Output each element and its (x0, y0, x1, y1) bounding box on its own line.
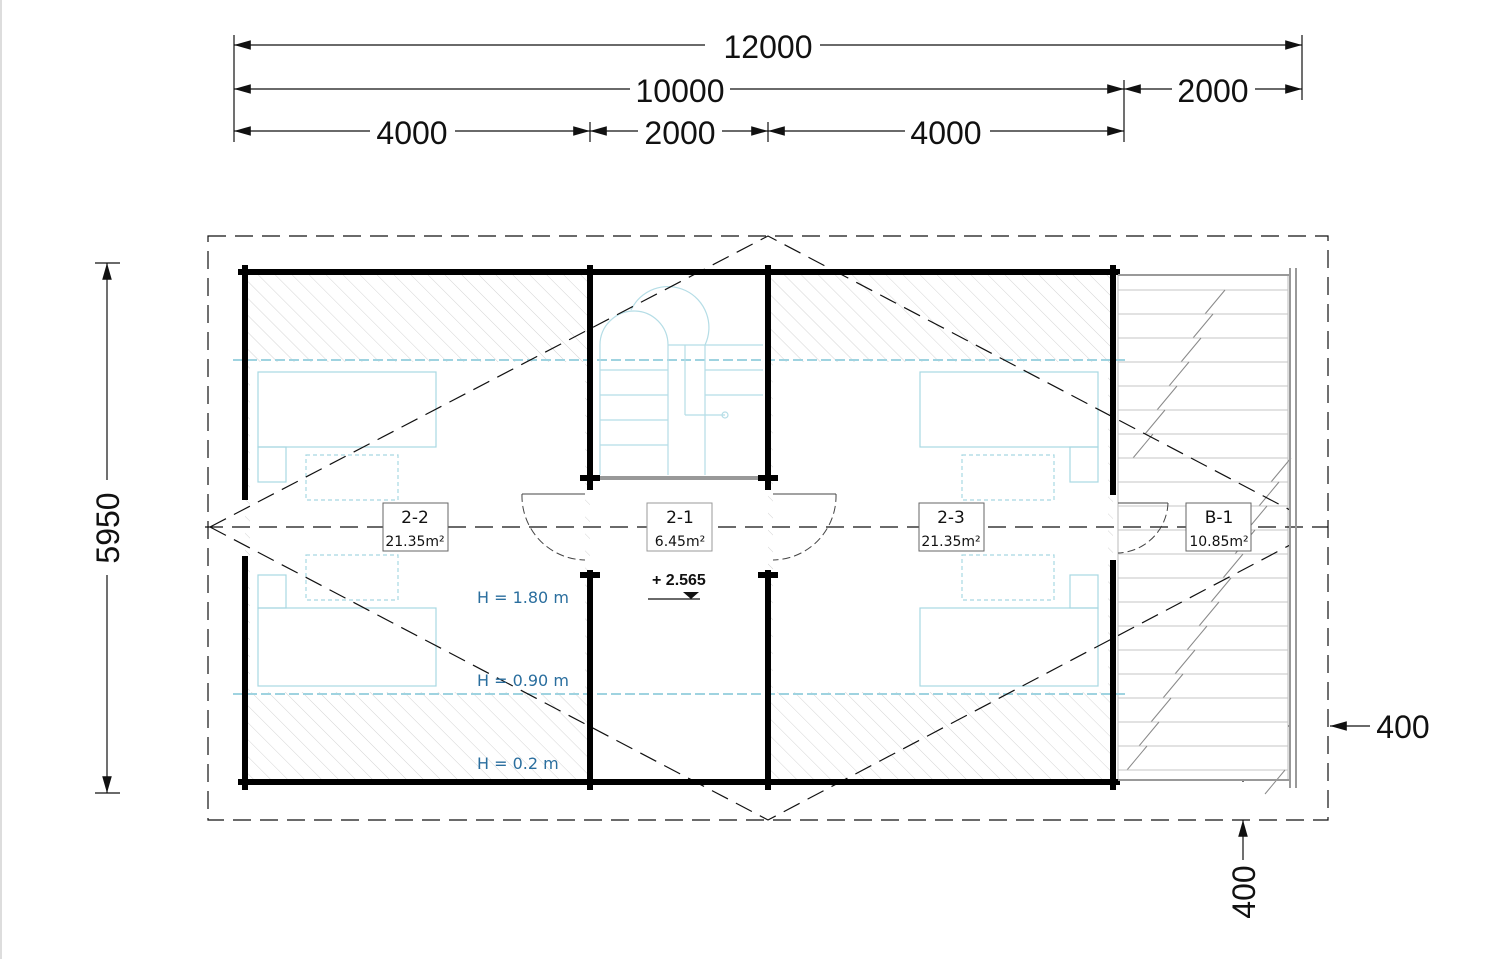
rug (961, 554, 1055, 601)
rug (961, 454, 1055, 501)
deck-board-joint (1192, 313, 1214, 339)
deck-board-joint (1186, 625, 1208, 651)
dim-main: 10000 (636, 73, 725, 109)
deck-board-joint (1162, 673, 1184, 699)
deck-board-joint (1132, 433, 1154, 459)
room-area: 10.85m² (1189, 534, 1248, 550)
height-label-1: H = 1.80 m (477, 588, 569, 607)
deck-board-joint (1168, 361, 1190, 387)
room-id: B-1 (1205, 508, 1234, 528)
dim-seg-3: 4000 (910, 115, 981, 151)
bed-2-2-bottom (257, 607, 437, 687)
deck-board-joint (1210, 577, 1232, 603)
rug (305, 454, 399, 501)
deck-board-joint (1264, 769, 1286, 795)
dim-seg-2: 2000 (644, 115, 715, 151)
deck-board-joint (1156, 385, 1178, 411)
room-label-2-1: 2-1 6.45m² (646, 502, 713, 552)
deck-board-joint (1138, 721, 1160, 747)
deck-board-joint (1150, 697, 1172, 723)
room-id: 2-1 (666, 508, 694, 528)
room-label-b-1: B-1 10.85m² (1185, 502, 1252, 552)
walls (238, 265, 1120, 790)
terrace-boards (1118, 289, 1292, 795)
dim-terrace: 2000 (1177, 73, 1248, 109)
dim-terrace-bottom: 400 (1226, 865, 1262, 918)
deck-board-joint (1270, 457, 1292, 483)
deck-board-joint (1174, 649, 1196, 675)
room-label-2-2: 2-2 21.35m² (382, 502, 449, 552)
room-label-2-3: 2-3 21.35m² (918, 502, 985, 552)
elevation-marker-icon (648, 592, 700, 600)
roof-outline (205, 235, 1329, 821)
dim-seg-1: 4000 (376, 115, 447, 151)
doors (521, 493, 1169, 561)
deck-board-joint (1180, 337, 1202, 363)
deck-board-joint (1222, 553, 1244, 579)
deck-board-joint (1258, 481, 1280, 507)
dim-terrace-side: 400 (1376, 709, 1429, 745)
room-area: 21.35m² (921, 534, 980, 550)
room-area: 6.45m² (655, 534, 705, 550)
elevation-label: + 2.565 (652, 572, 706, 589)
dim-depth: 5950 (90, 492, 126, 563)
height-lines (233, 359, 1125, 695)
room-area: 21.35m² (385, 534, 444, 550)
bed-2-3-bottom (919, 607, 1099, 687)
deck-board-joint (1126, 745, 1148, 771)
height-label-2: H = 0.90 m (477, 671, 569, 690)
deck-board-joint (1144, 409, 1166, 435)
dim-overall: 12000 (724, 29, 813, 65)
staircase (590, 285, 768, 480)
room-id: 2-3 (937, 508, 965, 528)
height-label-3: H = 0.2 m (477, 754, 559, 773)
deck-board-joint (1198, 601, 1220, 627)
rug (305, 554, 399, 601)
deck-board-joint (1204, 289, 1226, 315)
room-id: 2-2 (401, 508, 429, 528)
terrace-railing (1118, 268, 1297, 788)
